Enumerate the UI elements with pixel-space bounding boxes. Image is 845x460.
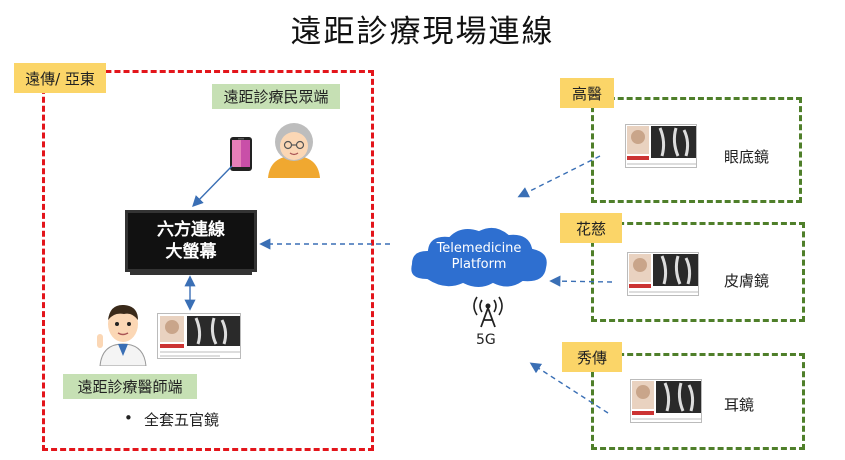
hospital-thumbnail-2 [627, 252, 699, 296]
screen-line1: 六方連線 [157, 220, 225, 240]
screen-line2: 大螢幕 [165, 242, 217, 262]
hospital-device-1: 眼底鏡 [724, 148, 770, 166]
tv-stand [130, 272, 252, 275]
platform-line1: Telemedicine [436, 241, 522, 256]
doctor-end-label: 遠距診療醫師端 [63, 374, 197, 399]
elderly-patient-icon [264, 116, 324, 178]
doctor-video-thumbnail [157, 313, 241, 359]
hospital-tag-2: 花慈 [560, 213, 622, 243]
page-title: 遠距診療現場連線 [290, 14, 555, 50]
platform-line2: Platform [451, 257, 507, 272]
public-end-label: 遠距診療民眾端 [212, 84, 340, 109]
hospital-box-1 [591, 97, 802, 203]
network-label: 5G [476, 332, 496, 348]
hospital-device-3: 耳鏡 [724, 396, 755, 414]
hospital1-to-platform-arrow [517, 155, 601, 198]
operator-region [42, 70, 374, 451]
platform-label: Telemedicine Platform [405, 238, 553, 276]
smartphone-icon [229, 136, 253, 172]
bullet-text: 全套五官鏡 [144, 411, 220, 429]
big-screen-display: 六方連線 大螢幕 [125, 210, 257, 272]
hospital-tag-1: 高醫 [560, 78, 614, 108]
doctor-icon [94, 300, 152, 367]
bullet-marker: • [124, 409, 133, 427]
hospital-thumbnail-1 [625, 124, 697, 168]
hospital-device-2: 皮膚鏡 [724, 272, 770, 290]
hospital-tag-3: 秀傳 [562, 342, 622, 372]
operator-tag: 遠傳/ 亞東 [14, 63, 106, 93]
hospital-box-2 [591, 222, 805, 322]
hospital-thumbnail-3 [630, 379, 702, 423]
antenna-tower-icon [468, 294, 508, 328]
telemedicine-cloud [405, 222, 553, 292]
